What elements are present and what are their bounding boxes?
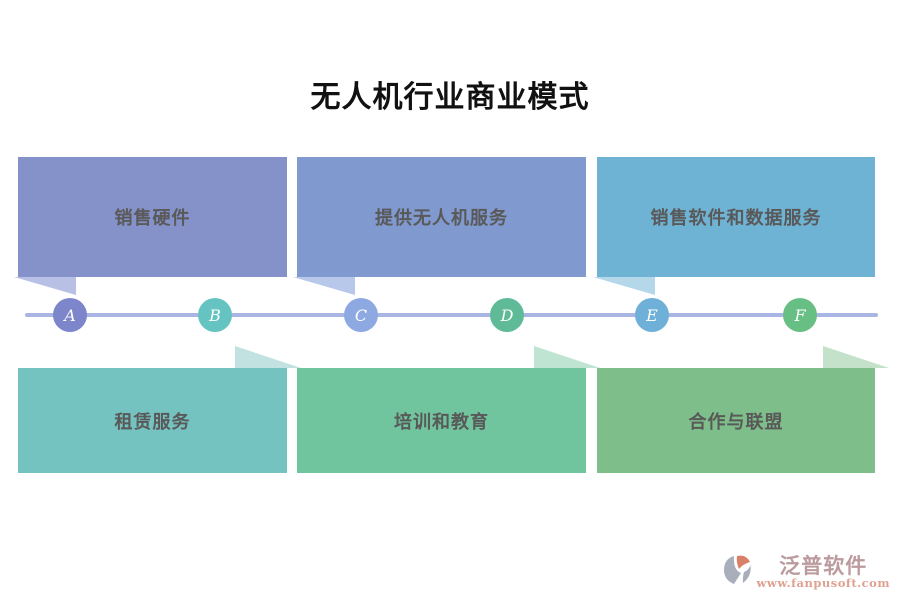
timeline-line	[25, 313, 878, 317]
box-sell-hardware: 销售硬件	[14, 157, 287, 295]
box-label: 销售软件和数据服务	[650, 208, 822, 229]
timeline-node-a: A	[53, 298, 87, 332]
callout-tail-up	[534, 346, 600, 368]
timeline-node-e: E	[635, 298, 669, 332]
box-training-education: 培训和教育	[297, 346, 600, 473]
node-letter: E	[646, 305, 658, 325]
box-label: 提供无人机服务	[375, 208, 508, 229]
callout-tail-up	[235, 346, 301, 368]
node-letter: A	[64, 305, 76, 325]
box-cooperation-alliances: 合作与联盟	[597, 346, 889, 473]
node-letter: F	[794, 305, 806, 325]
fanpu-swirl-icon	[723, 555, 751, 585]
box-label: 合作与联盟	[688, 411, 784, 433]
box-software-data-services: 销售软件和数据服务	[593, 157, 875, 295]
box-label: 租赁服务	[114, 411, 191, 433]
box-drone-services: 提供无人机服务	[293, 157, 586, 295]
callout-tail-up	[823, 346, 889, 368]
box-label: 培训和教育	[394, 411, 489, 433]
box-label: 销售硬件	[114, 208, 191, 229]
timeline-node-b: B	[198, 298, 232, 332]
brand-name: 泛普软件	[779, 553, 868, 579]
brand-watermark: 泛普软件 www.fanpusoft.com	[721, 554, 890, 590]
box-rental-services: 租赁服务	[18, 346, 301, 473]
callout-tail-down	[293, 277, 355, 295]
node-letter: D	[500, 305, 514, 325]
diagram-title: 无人机行业商业模式	[310, 80, 590, 115]
timeline-node-f: F	[783, 298, 817, 332]
node-letter: C	[354, 305, 368, 325]
brand-url: www.fanpusoft.com	[756, 576, 890, 591]
node-letter: B	[209, 305, 221, 325]
callout-tail-down	[14, 277, 76, 295]
timeline-node-c: C	[344, 298, 378, 332]
callout-tail-down	[593, 277, 655, 295]
timeline-node-d: D	[490, 298, 524, 332]
